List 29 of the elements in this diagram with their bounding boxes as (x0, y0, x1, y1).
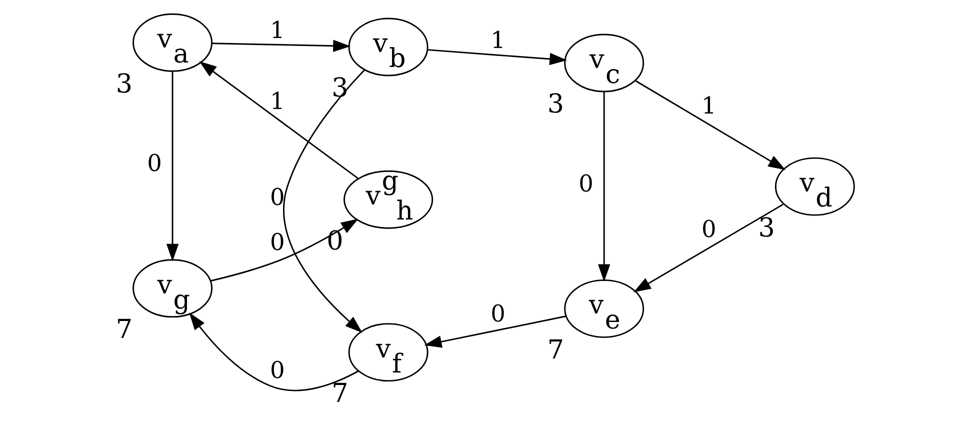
node-label: 7 (115, 315, 132, 346)
node-label: 3 (758, 213, 774, 244)
node-label: 0 (326, 226, 343, 256)
edge-label: 1 (701, 92, 716, 120)
edge-label: 0 (490, 300, 505, 328)
arrow (424, 316, 566, 348)
node-label: 3 (546, 90, 564, 120)
edge-label: 0 (701, 216, 716, 244)
arrow (597, 92, 610, 282)
arrow (212, 40, 350, 52)
edge-label: 0 (269, 229, 284, 256)
arrow (166, 72, 178, 262)
edge-label: 0 (269, 184, 284, 212)
edge-label: 1 (269, 88, 284, 116)
edge-label: 0 (578, 170, 593, 198)
edge-label: 1 (490, 27, 505, 54)
arrow (188, 312, 358, 392)
node-label: 7 (546, 335, 564, 366)
edge-label: 0 (146, 150, 162, 177)
arrow (282, 70, 364, 333)
arrow (634, 80, 786, 170)
edge-label: 0 (269, 357, 284, 384)
arrow (632, 204, 783, 292)
edge-label: 1 (269, 16, 284, 44)
arrow (427, 49, 567, 66)
node-label: 3 (115, 69, 132, 100)
node-label: 7 (331, 379, 348, 410)
arrow (198, 61, 358, 179)
arrow (210, 218, 358, 282)
